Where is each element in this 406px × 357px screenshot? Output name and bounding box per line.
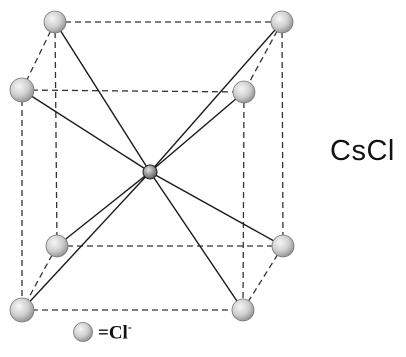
cl-ion-top-back-left [43,10,67,34]
cube-edge-vertical-back-right [281,21,284,247]
bond-top-front-right [149,91,245,173]
cl-ion-top-back-right [270,10,294,34]
cl-ion-top-front-left [9,77,35,103]
cl-ion-bottom-back-left [45,234,69,258]
bond-top-front-left [21,89,151,173]
cube-edge-top-front [21,89,245,93]
bond-top-back-left [54,21,151,173]
bond-top-back-right [149,21,283,173]
cl-ion-bottom-front-right [231,298,255,322]
cs-ion-center [142,164,158,180]
cl-ion-bottom-front-left [9,297,35,323]
legend-charge-superscript: - [127,319,132,334]
bond-bottom-front-right [149,171,244,311]
cube-edge-vertical-back-left [54,21,58,247]
cube-edge-vertical-front-right [242,91,245,311]
cl-ion-top-front-right [232,80,256,104]
bond-bottom-back-left [56,171,151,247]
center-bonds [21,21,284,311]
corner-ions [9,10,295,323]
cube-edge-bottom-right [242,245,284,311]
cl-ion-bottom-back-right [271,234,295,258]
legend-label-text: =Cl [98,322,128,344]
bond-bottom-back-right [149,171,284,247]
cube-edges [21,21,284,311]
cube-edge-top-right [243,21,283,93]
legend-label: =Cl- [98,320,132,344]
legend: =Cl- [72,318,132,346]
bond-bottom-front-left [21,171,151,311]
sphere-icon [73,322,93,342]
cube-edge-top-left [21,21,56,91]
compound-title: CsCl [330,135,395,167]
